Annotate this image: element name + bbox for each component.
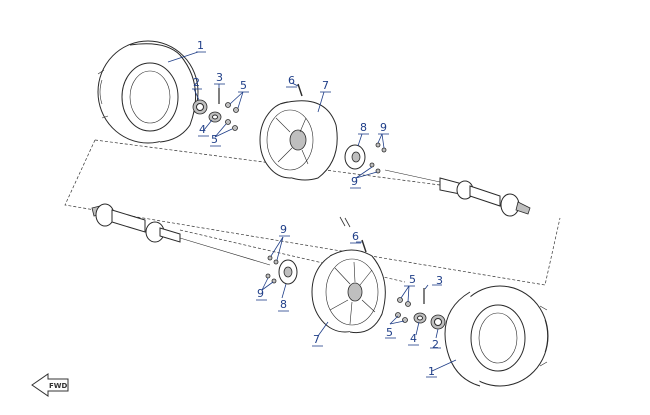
callout-stud-upper-a: 5 xyxy=(229,79,249,109)
callout-label: 8 xyxy=(280,298,287,311)
callout-label: 9 xyxy=(280,223,287,236)
callout-bolt-upper-a: 9 xyxy=(377,121,389,149)
callout-label: 7 xyxy=(322,79,329,92)
callout-label: 5 xyxy=(211,133,218,146)
callout-label: 2 xyxy=(432,338,439,351)
callout-valve-upper: 6 xyxy=(286,74,299,88)
callout-nut-upper: 4 xyxy=(198,119,213,137)
callout-stud-lower-a: 5 xyxy=(400,273,416,303)
lower-wheel-hub xyxy=(265,255,298,285)
callout-label: 5 xyxy=(386,326,393,339)
upper-lug-studs xyxy=(225,102,239,131)
callout-label: 2 xyxy=(193,76,200,89)
callout-cap-upper: 2 xyxy=(192,76,202,101)
lower-hub-cap xyxy=(430,314,446,330)
callout-pin-upper: 3 xyxy=(214,71,225,88)
callout-label: 7 xyxy=(313,333,320,346)
callout-nut-lower: 4 xyxy=(408,321,420,346)
callout-label: 4 xyxy=(410,332,417,345)
callout-rim-upper: 7 xyxy=(317,79,331,113)
lower-valve-stem xyxy=(361,239,367,253)
callout-hub-upper: 8 xyxy=(357,121,369,147)
callout-hub-lower: 8 xyxy=(278,283,289,312)
callout-rim-lower: 7 xyxy=(312,321,329,347)
callout-bolt-lower-b: 9 xyxy=(256,277,274,301)
lower-rim xyxy=(311,249,386,334)
upper-rim xyxy=(259,100,338,181)
fwd-arrow-icon: FWD xyxy=(31,373,69,397)
callout-label: 8 xyxy=(360,121,367,134)
callout-cap-lower: 2 xyxy=(430,328,441,351)
callout-label: 5 xyxy=(240,79,247,92)
callout-stud-lower-b: 5 xyxy=(385,315,405,339)
lower-lug-studs xyxy=(395,297,411,323)
callout-tire-upper: 1 xyxy=(167,39,206,63)
callout-label: 5 xyxy=(409,273,416,286)
callout-label: 6 xyxy=(352,230,359,243)
upper-drive-shaft xyxy=(384,169,531,217)
callout-label: 6 xyxy=(288,74,295,87)
callout-stud-upper-b: 5 xyxy=(210,123,233,147)
callout-label: 1 xyxy=(197,39,204,52)
callout-valve-lower: 6 xyxy=(350,230,362,244)
lower-tire xyxy=(444,285,549,387)
callout-pin-lower: 3 xyxy=(424,274,443,290)
callout-label: 3 xyxy=(216,71,223,84)
callout-bolt-upper-b: 9 xyxy=(350,166,378,189)
lower-axle-nut xyxy=(413,312,427,324)
callout-bolt-lower-a: 9 xyxy=(270,223,290,261)
callout-label: 4 xyxy=(199,123,206,136)
callout-label: 9 xyxy=(351,175,358,188)
upper-wheel-hub xyxy=(344,142,387,174)
callout-label: 3 xyxy=(436,274,443,287)
callout-tire-lower: 1 xyxy=(426,359,457,378)
upper-hub-cap xyxy=(192,99,208,115)
callout-label: 9 xyxy=(380,121,387,134)
upper-valve-stem xyxy=(297,83,303,97)
fwd-label: FWD xyxy=(49,382,68,390)
upper-axle-nut xyxy=(208,111,222,123)
lower-drive-shaft xyxy=(91,203,271,266)
callout-label: 1 xyxy=(428,365,435,378)
callout-label: 9 xyxy=(257,287,264,300)
upper-tire xyxy=(97,40,199,144)
